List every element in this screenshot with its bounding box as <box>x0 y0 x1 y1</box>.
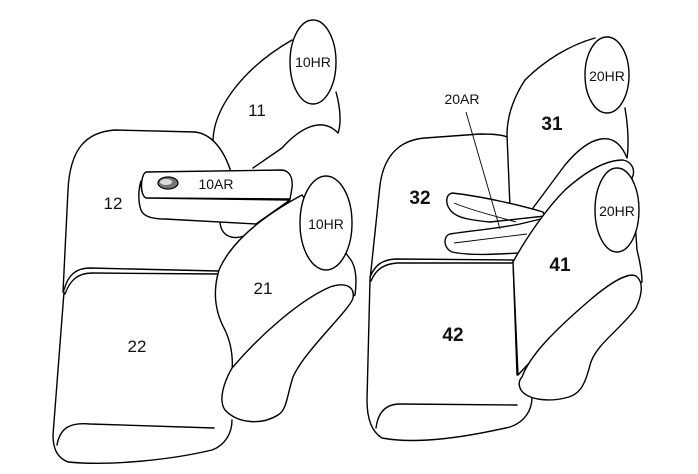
seatback-12-outline <box>62 129 232 293</box>
seam-line-rear <box>369 258 513 282</box>
label-21: 21 <box>254 279 273 298</box>
headrest-10hr-upper <box>289 19 337 105</box>
label-11: 11 <box>248 101 266 120</box>
seatback-41-bolster <box>518 274 642 401</box>
seatback-32-outline <box>369 133 508 281</box>
label-31: 31 <box>541 114 563 135</box>
label-20hr-upper: 20HR <box>589 68 625 84</box>
armrest-20ar <box>444 192 546 256</box>
label-10hr-upper: 10HR <box>295 54 331 70</box>
headrest-20hr-lower <box>594 167 640 253</box>
headrest-10hr-lower <box>299 175 353 271</box>
headrest-20hr-upper <box>584 36 630 114</box>
seam-line <box>63 267 219 295</box>
front-seat-group: 10HR 11 10AR 12 10HR 21 22 <box>52 19 357 464</box>
leader-line-20ar <box>465 111 501 230</box>
label-12: 12 <box>104 194 123 213</box>
seatback-11-outline <box>212 39 341 169</box>
rear-seat-group: 20HR 20AR 31 32 20HR 41 42 <box>366 36 643 442</box>
label-10ar: 10AR <box>198 176 233 192</box>
label-20ar: 20AR <box>444 91 479 107</box>
cushion-42-outline <box>366 259 533 442</box>
label-10hr-lower: 10HR <box>308 216 344 232</box>
seatback-31-outline <box>506 37 629 209</box>
armrest-10ar-lower <box>219 221 245 239</box>
label-22: 22 <box>128 337 147 356</box>
cushion-22-outline <box>52 291 233 464</box>
cushion-22-front-roll <box>56 422 215 446</box>
label-20hr-lower: 20HR <box>599 203 635 219</box>
seatback-21-bolster <box>221 284 354 423</box>
label-42: 42 <box>442 325 463 346</box>
armrest-10ar <box>138 169 293 225</box>
cushion-42-front-roll <box>375 403 518 429</box>
label-41: 41 <box>549 255 571 276</box>
label-32: 32 <box>409 188 430 209</box>
